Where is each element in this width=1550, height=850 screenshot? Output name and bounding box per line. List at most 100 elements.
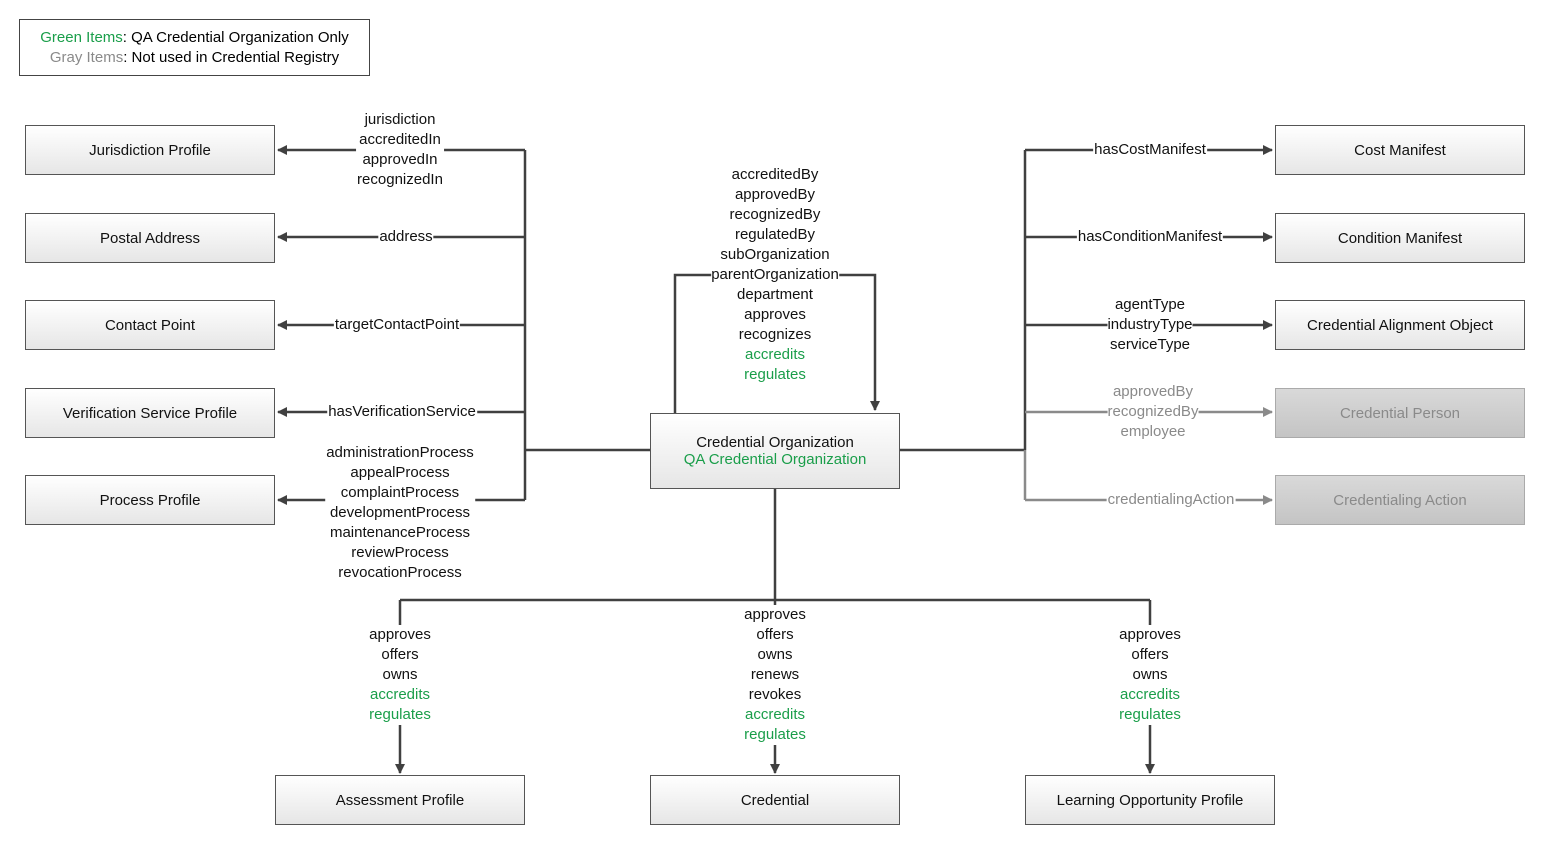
edge-label-line: maintenanceProcess [329, 524, 471, 541]
verification-service-profile-label: Verification Service Profile [62, 404, 238, 422]
learning-opportunity-profile-box: Learning Opportunity Profile [1025, 775, 1275, 825]
legend-green-row: Green Items: QA Credential Organization … [40, 28, 348, 48]
edge-label-line-green: accredits [744, 706, 806, 723]
edge-label-line: hasCostManifest [1094, 141, 1206, 158]
edge-label-line-green: regulates [369, 706, 431, 723]
edge-label-line-green: accredits [369, 686, 431, 703]
edge-label-line: recognizedIn [357, 171, 443, 188]
edge-label-line-green: accredits [744, 346, 806, 363]
process-profile-box: Process Profile [25, 475, 275, 525]
edge-label-contact: targetContactPoint [333, 315, 461, 335]
edge-label-line-green: regulates [744, 726, 806, 743]
edge-label-line: credentialingAction [1107, 491, 1235, 508]
edge-label-line: offers [1131, 646, 1169, 663]
edge-label-line: approvedBy [1112, 383, 1194, 400]
credential-person-box: Credential Person [1275, 388, 1525, 438]
legend-gray-key: Gray Items [49, 48, 124, 66]
edge-label-condition: hasConditionManifest [1076, 227, 1224, 247]
jurisdiction-profile-box: Jurisdiction Profile [25, 125, 275, 175]
cost-manifest-box: Cost Manifest [1275, 125, 1525, 175]
center-title: Credential Organization [696, 434, 854, 451]
edge-label-line-green: accredits [1119, 686, 1181, 703]
edge-label-line: approves [1119, 626, 1181, 643]
credential-person-label: Credential Person [1339, 404, 1461, 422]
edge-label-line: address [379, 228, 433, 245]
edge-label-line: administrationProcess [326, 444, 474, 461]
edge-label-line: renews [750, 666, 800, 683]
condition-manifest-box: Condition Manifest [1275, 213, 1525, 263]
edge-label-line: approvedBy [734, 186, 816, 203]
legend: Green Items: QA Credential Organization … [19, 19, 370, 76]
cost-manifest-label: Cost Manifest [1354, 141, 1446, 159]
edge-label-line: approves [369, 626, 431, 643]
edge-label-line: employee [1120, 423, 1186, 440]
edge-label-line: agentType [1114, 296, 1186, 313]
edge-label-line: department [737, 286, 813, 303]
edge-label-credential: approves offers owns renews revokes accr… [743, 605, 807, 745]
edge-label-line: recognizes [738, 326, 812, 343]
edge-label-line: offers [381, 646, 419, 663]
edge-label-line: accreditedBy [731, 166, 819, 183]
process-profile-label: Process Profile [99, 491, 201, 509]
credential-box: Credential [650, 775, 900, 825]
edge-label-line: parentOrganization [711, 265, 839, 285]
edge-label-line: approves [744, 606, 806, 623]
edge-label-line: accreditedIn [359, 131, 441, 148]
legend-gray-text: : Not used in Credential Registry [123, 48, 340, 66]
edge-label-line: targetContactPoint [334, 316, 460, 333]
condition-manifest-label: Condition Manifest [1337, 229, 1463, 247]
verification-service-profile-box: Verification Service Profile [25, 388, 275, 438]
edge-label-line: owns [382, 666, 418, 683]
center-subtitle: QA Credential Organization [683, 451, 867, 468]
credentialing-action-label: Credentialing Action [1333, 491, 1467, 509]
edge-label-line: hasVerificationService [328, 403, 476, 420]
edge-label-assessment: approves offers owns accredits regulates [368, 625, 432, 725]
edge-label-line: approvedIn [362, 151, 438, 168]
legend-green-text: : QA Credential Organization Only [122, 28, 349, 46]
edge-label-line-green: regulates [744, 366, 806, 383]
edge-label-line: jurisdiction [364, 111, 436, 128]
edge-label-self-loop: accreditedBy approvedBy recognizedBy reg… [710, 165, 840, 385]
edge-label-line: complaintProcess [340, 484, 460, 501]
edge-label-line: appealProcess [350, 464, 450, 481]
postal-address-label: Postal Address [99, 229, 201, 247]
edge-label-jurisdiction: jurisdiction accreditedIn approvedIn rec… [356, 110, 444, 190]
edge-label-alignment: agentType industryType serviceType [1106, 295, 1193, 355]
credential-label: Credential [740, 791, 810, 809]
edge-label-line: developmentProcess [329, 504, 471, 521]
edge-label-process: administrationProcess appealProcess comp… [325, 443, 475, 583]
credential-alignment-object-box: Credential Alignment Object [1275, 300, 1525, 350]
edge-label-cost: hasCostManifest [1093, 140, 1207, 160]
edge-label-address: address [378, 227, 434, 247]
edge-label-line: offers [756, 626, 794, 643]
edge-label-line: recognizedBy [1107, 402, 1199, 422]
edge-label-line: owns [757, 646, 793, 663]
edge-label-line: revocationProcess [338, 564, 462, 581]
edge-label-line: approves [744, 306, 806, 323]
edge-label-line: subOrganization [720, 246, 830, 263]
assessment-profile-box: Assessment Profile [275, 775, 525, 825]
credentialing-action-box: Credentialing Action [1275, 475, 1525, 525]
legend-green-key: Green Items [40, 28, 123, 46]
edge-label-line: regulatedBy [734, 226, 816, 243]
contact-point-label: Contact Point [104, 316, 196, 334]
assessment-profile-label: Assessment Profile [335, 791, 465, 809]
edge-label-line: hasConditionManifest [1077, 228, 1223, 245]
edge-label-line-green: regulates [1119, 706, 1181, 723]
credential-organization-box: Credential Organization QA Credential Or… [650, 413, 900, 489]
edge-label-line: recognizedBy [729, 206, 821, 223]
learning-opportunity-profile-label: Learning Opportunity Profile [1056, 791, 1244, 809]
edge-label-line: reviewProcess [351, 544, 449, 561]
edge-label-action: credentialingAction [1106, 490, 1236, 510]
edge-label-line: industryType [1107, 315, 1193, 335]
postal-address-box: Postal Address [25, 213, 275, 263]
edge-label-person: approvedBy recognizedBy employee [1107, 382, 1200, 442]
edge-label-line: owns [1132, 666, 1168, 683]
edge-label-line: revokes [748, 686, 802, 703]
edge-label-learning: approves offers owns accredits regulates [1118, 625, 1182, 725]
legend-gray-row: Gray Items: Not used in Credential Regis… [50, 48, 339, 68]
edge-label-verification: hasVerificationService [327, 402, 477, 422]
jurisdiction-profile-label: Jurisdiction Profile [89, 141, 211, 159]
credential-alignment-object-label: Credential Alignment Object [1307, 316, 1493, 334]
edge-label-line: serviceType [1109, 336, 1191, 353]
